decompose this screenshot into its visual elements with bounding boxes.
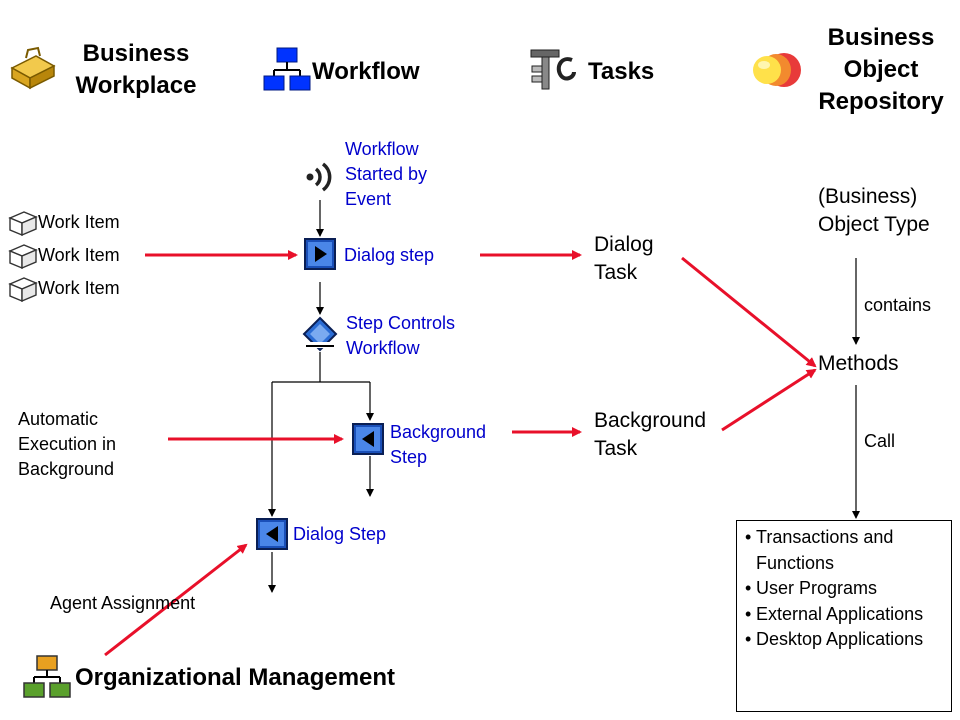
step-controls-icon[interactable] — [302, 316, 338, 357]
list-item: User Programs — [737, 576, 951, 602]
work-item-icon — [8, 276, 38, 302]
header-tasks: Tasks — [588, 58, 655, 85]
list-item[interactable]: Work Item — [6, 239, 120, 272]
org-management-label: Organizational Management — [75, 664, 396, 691]
dialog-step-icon[interactable] — [304, 238, 336, 275]
arrow-backgroundtask-to-methods — [721, 368, 817, 432]
header-workflow: Workflow — [312, 58, 420, 85]
call-label: Call — [864, 431, 896, 451]
step-controls-label: Step Controls Workflow — [346, 313, 456, 358]
event-icon — [302, 160, 336, 199]
work-item-icon — [8, 243, 38, 269]
briefcase-icon — [6, 46, 58, 97]
background-task-label: Background Task — [594, 409, 707, 460]
contains-label: contains — [864, 295, 932, 315]
workflow-hierarchy-icon — [262, 46, 312, 99]
workflow-started-label: Workflow Started by Event — [345, 139, 428, 209]
list-item[interactable]: Work Item — [6, 272, 120, 305]
automatic-execution-label: Automatic Execution in Background — [18, 409, 117, 479]
tasks-icon — [528, 46, 578, 99]
header-business-workplace: Business Workplace — [75, 40, 197, 99]
arrow-dialogtask-to-methods — [681, 256, 817, 368]
work-item-label: Work Item — [38, 212, 120, 232]
work-item-label: Work Item — [38, 245, 120, 265]
list-item: Desktop Applications — [737, 627, 951, 653]
dialog-task-label: Dialog Task — [594, 233, 654, 284]
list-item: External Applications — [737, 602, 951, 628]
arrow-org-to-dialogstep — [104, 543, 248, 657]
dialog-step-2-label: Dialog Step — [293, 524, 387, 544]
list-item: Transactions and Functions — [737, 525, 951, 576]
agent-assignment-label: Agent Assignment — [50, 593, 196, 613]
background-step-icon[interactable] — [352, 423, 384, 460]
work-item-icon — [8, 210, 38, 236]
work-item-list: Work Item Work Item Work Item — [6, 206, 120, 305]
work-item-label: Work Item — [38, 278, 120, 298]
call-targets-box: Transactions and Functions User Programs… — [736, 520, 952, 712]
dialog-step-icon[interactable] — [256, 518, 288, 555]
methods-label: Methods — [818, 352, 899, 375]
org-management-icon — [22, 654, 72, 705]
header-business-object-repository: Business Object Repository — [818, 24, 944, 115]
dialog-step-label: Dialog step — [344, 245, 435, 265]
bor-object-icon — [750, 50, 804, 95]
background-step-label: Background Step — [390, 422, 487, 467]
list-item[interactable]: Work Item — [6, 206, 120, 239]
object-type-label: (Business) Object Type — [818, 185, 930, 236]
